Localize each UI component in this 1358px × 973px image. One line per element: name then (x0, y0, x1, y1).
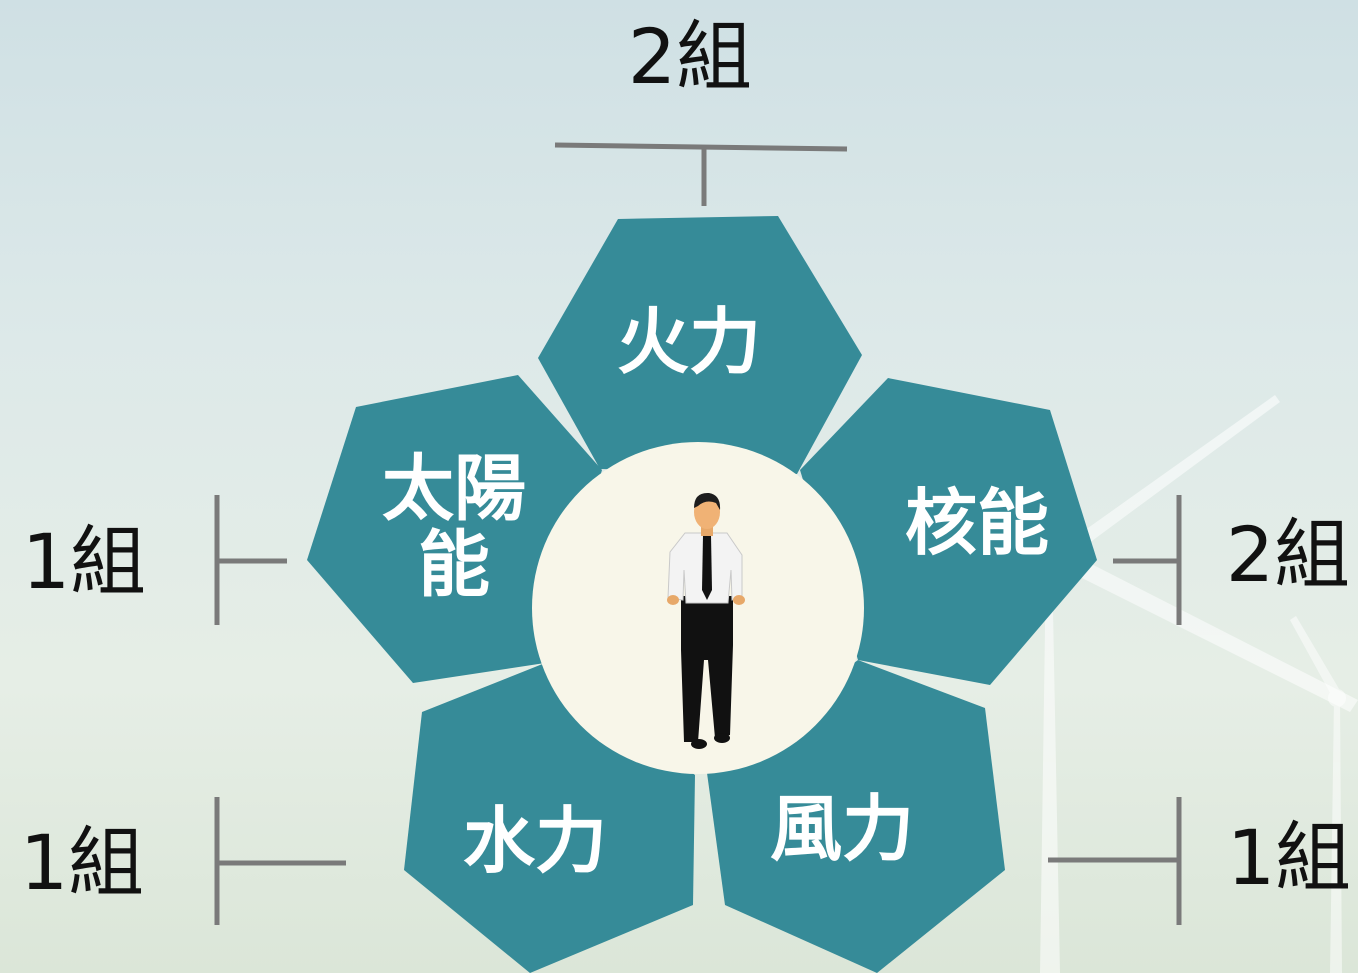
connector-wind (1048, 797, 1182, 925)
petal-label-fire: 火力 (616, 300, 762, 385)
petal-nuclear[interactable] (800, 378, 1097, 685)
count-nuclear: 2組 (1225, 510, 1351, 599)
petal-solar[interactable] (307, 375, 602, 683)
businessman-walking-icon (667, 492, 745, 749)
petal-label-hydro: 水力 (462, 799, 608, 884)
count-hydro: 1組 (19, 818, 145, 907)
connector-nuclear (1113, 495, 1182, 625)
petal-label-nuclear: 核能 (904, 481, 1050, 566)
connector-fire (554, 142, 848, 206)
wind-turbine-icon-small (1290, 616, 1346, 973)
petal-label-wind: 風力 (769, 787, 915, 872)
connector-hydro (214, 797, 346, 925)
count-fire: 2組 (627, 12, 753, 101)
petal-label-solar: 太陽 能 (381, 446, 527, 606)
count-wind: 1組 (1226, 813, 1352, 902)
count-solar: 1組 (21, 517, 147, 606)
connector-solar (214, 495, 287, 625)
petal-fire[interactable] (538, 216, 862, 474)
wind-turbine-icon (1038, 395, 1358, 973)
